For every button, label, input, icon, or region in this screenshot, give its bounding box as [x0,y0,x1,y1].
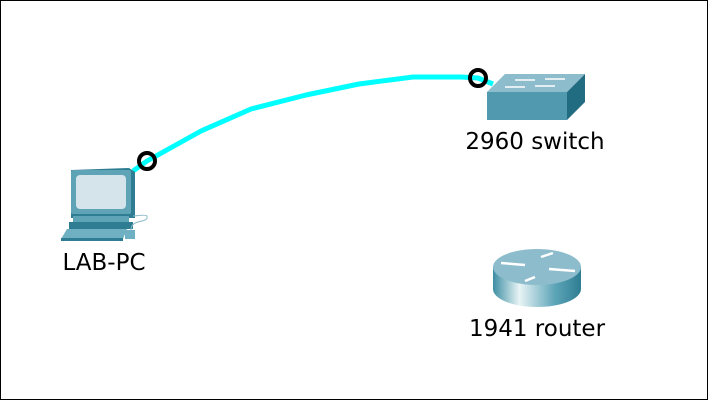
device-label-router[interactable]: 1941 router [468,316,606,342]
switch-icon[interactable] [485,72,587,122]
device-label-pc[interactable]: LAB-PC [62,250,146,276]
device-label-switch[interactable]: 2960 switch [465,129,605,155]
router-icon[interactable] [491,247,583,309]
link-endpoint-switch [468,68,488,88]
pc-icon[interactable] [59,166,151,242]
ethernet-cable[interactable] [131,74,494,174]
link-endpoint-pc [137,151,157,171]
